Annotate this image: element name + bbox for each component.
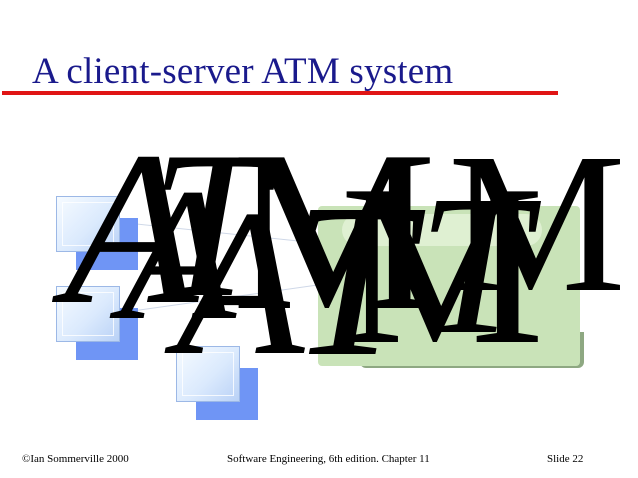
title-underline	[2, 91, 558, 95]
overlay-glyph: T	[290, 158, 413, 402]
atm-screen	[56, 196, 120, 252]
slide-title: A client-server ATM system	[32, 51, 454, 92]
overlay-glyph: T	[418, 155, 530, 376]
footer-copyright: ©Ian Sommerville 2000	[22, 453, 129, 465]
overlay-glyph: A	[64, 106, 199, 350]
footer-slide-number: Slide 22	[547, 453, 584, 465]
atm-screen	[176, 346, 240, 402]
footer-book-title: Software Engineering, 6th edition. Chapt…	[227, 453, 430, 465]
overlay-glyph: M	[232, 103, 437, 358]
atm-icon	[56, 286, 138, 362]
overlay-glyph: A	[176, 167, 305, 399]
overlay-glyph: M	[448, 113, 626, 334]
atm-icon	[176, 346, 258, 422]
server-icon	[318, 206, 580, 366]
atm-screen	[56, 286, 120, 342]
atm-icon	[56, 196, 138, 272]
server-highlight	[342, 214, 542, 246]
overlay-glyph: M	[340, 137, 545, 392]
overlay-glyph: A	[120, 150, 237, 360]
overlay-glyph: T	[150, 109, 267, 341]
